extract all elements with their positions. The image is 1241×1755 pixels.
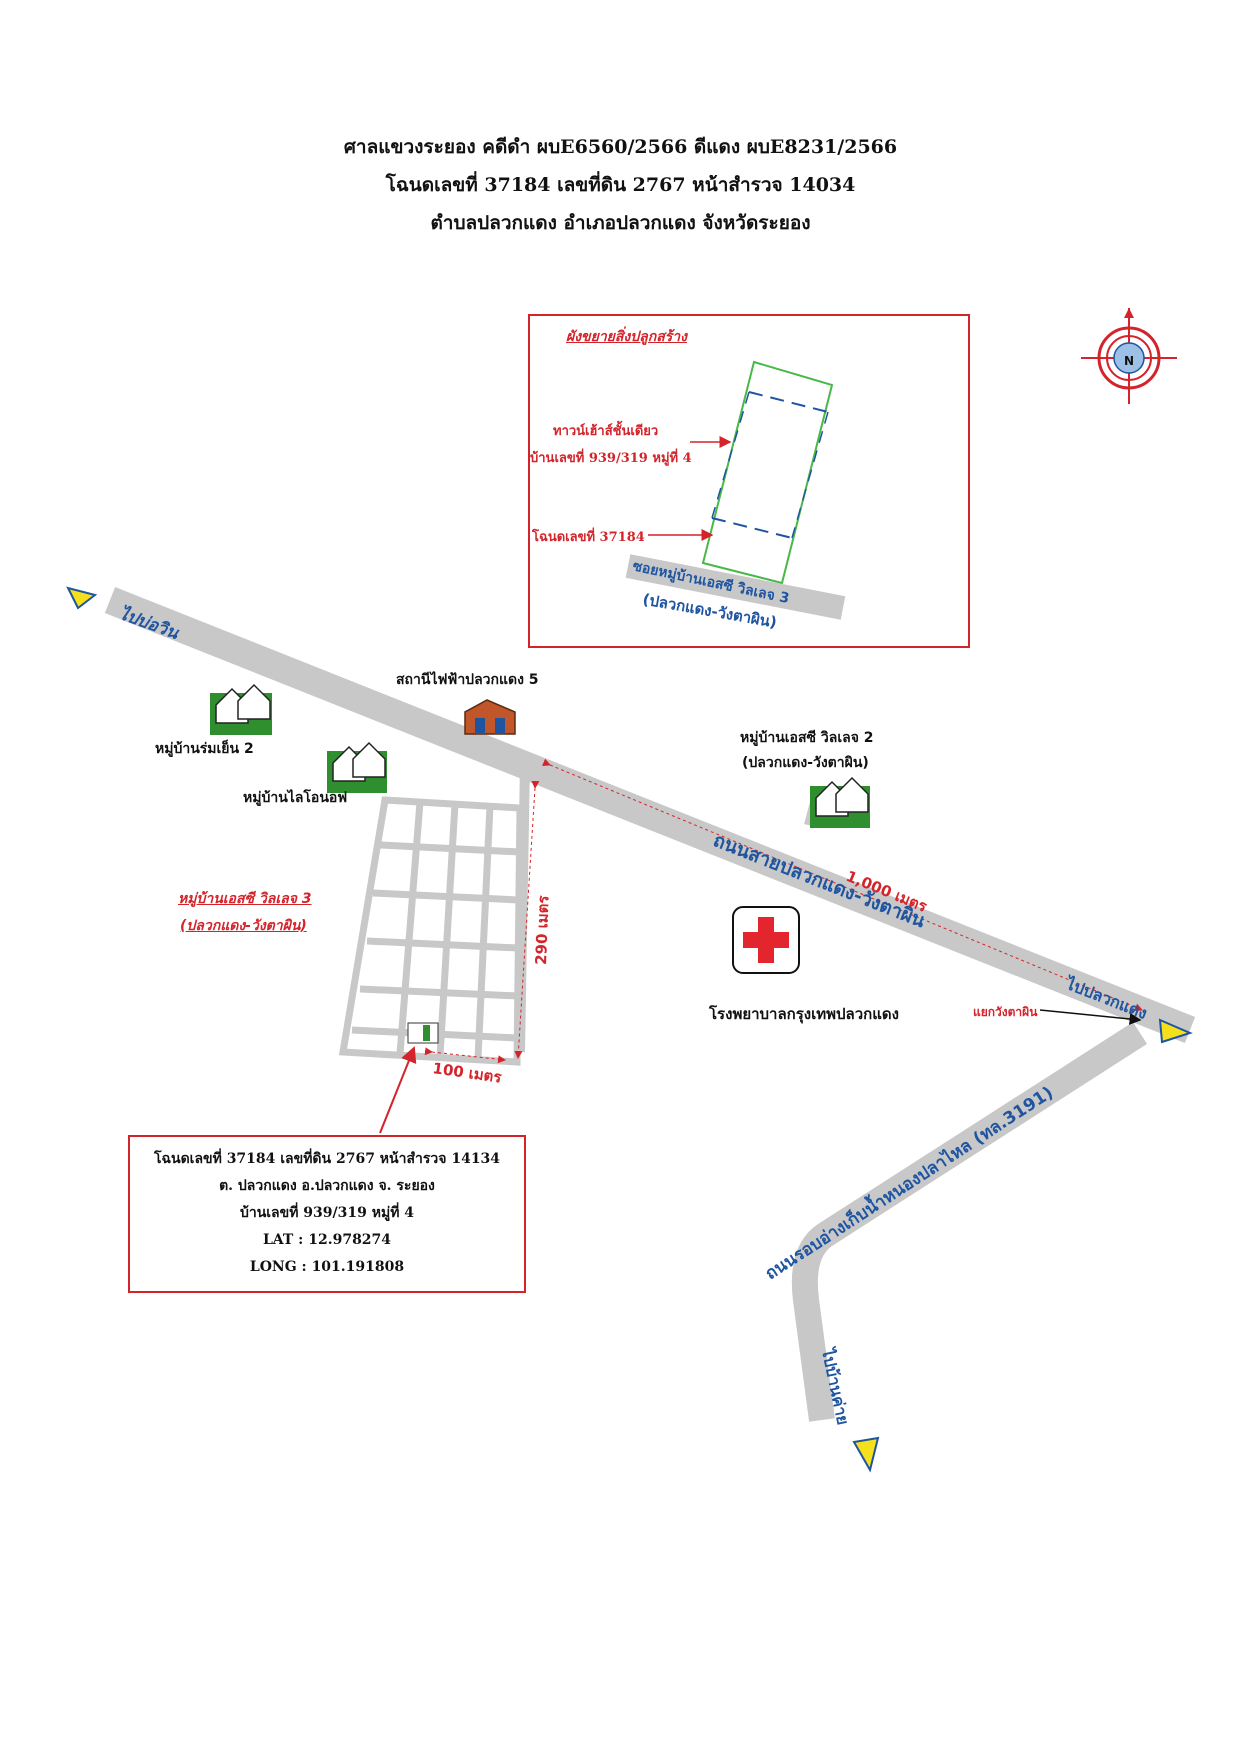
label-village-sc2-sub: (ปลวกแดง-วังตาผิน): [742, 755, 869, 771]
compass-icon: [1081, 308, 1177, 404]
inset-title: ผังขยายสิ่งปลูกสร้าง: [566, 329, 687, 345]
header-line-2: โฉนดเลขที่ 37184 เลขที่ดิน 2767 หน้าสำรว…: [385, 174, 856, 196]
distance-line-1000: [542, 758, 1143, 1012]
substation-icon: [464, 699, 516, 735]
info-lat: LAT : 12.978274: [262, 1232, 392, 1248]
inset-townhouse-label: ทาวน์เฮ้าส์ชั้นเดียว: [553, 424, 659, 439]
house-icon-sc2: [810, 776, 870, 828]
info-long: LONG : 101.191808: [249, 1259, 405, 1275]
inset-deed-label: โฉนดเลขที่ 37184: [532, 530, 645, 545]
main-road: [104, 586, 1196, 1044]
inset-soi-road: [625, 554, 846, 620]
label-side-road: ถนนรอบอ่างเก็บน้ำหนองปลาไหล (ทล.3191): [760, 1079, 1057, 1284]
info-box: โฉนดเลขที่ 37184 เลขที่ดิน 2767 หน้าสำรว…: [128, 1135, 526, 1293]
junction-arrow: [1039, 1009, 1142, 1025]
label-village-sc3: หมู่บ้านเอสซี วิลเลจ 3: [178, 891, 312, 907]
label-village-sc2: หมู่บ้านเอสซี วิลเลจ 2: [740, 730, 874, 746]
house-icon-lion: [327, 741, 387, 793]
inset-plan: [625, 360, 846, 620]
label-junction: แยกวังตาผิน: [973, 1005, 1038, 1019]
label-village-rom-yen: หมู่บ้านร่มเย็น 2: [155, 741, 254, 757]
arrow-ban-khai-icon: [852, 1436, 880, 1473]
distance-line-100: [424, 1047, 506, 1064]
compass-label: N: [1124, 354, 1134, 368]
label-substation: สถานีไฟฟ้าปลวกแดง 5: [396, 672, 539, 688]
info-location: ต. ปลวกแดง อ.ปลวกแดง จ. ระยอง: [219, 1178, 435, 1194]
inset-house-no-label: บ้านเลขที่ 939/319 หมู่ที่ 4: [530, 451, 692, 466]
label-village-sc3-sub: (ปลวกแดง-วังตาผิน): [180, 918, 307, 934]
label-hospital: โรงพยาบาลกรุงเทพปลวกแดง: [709, 1005, 899, 1023]
arrow-bo-win-icon: [66, 586, 98, 610]
house-icon-rom-yen: [210, 683, 272, 735]
side-road: [791, 1022, 1148, 1422]
arrow-pluak-daeng-icon: [1158, 1018, 1193, 1044]
info-house-no: บ้านเลขที่ 939/319 หมู่ที่ 4: [239, 1205, 415, 1221]
info-deed: โฉนดเลขที่ 37184 เลขที่ดิน 2767 หน้าสำรว…: [153, 1151, 501, 1167]
hospital-icon: [732, 906, 800, 974]
label-village-lion: หมู่บ้านไลโอนอฟ: [243, 790, 348, 806]
header-line-1: ศาลแขวงระยอง คดีดำ ผบE6560/2566 ดีแดง ผบ…: [343, 136, 898, 158]
label-dist-290: 290 เมตร: [532, 894, 552, 965]
inset-frame: [528, 314, 970, 648]
header-line-3: ตำบลปลวกแดง อำเภอปลวกแดง จังหวัดระยอง: [430, 212, 811, 234]
info-pointer-arrow: [379, 1046, 417, 1134]
